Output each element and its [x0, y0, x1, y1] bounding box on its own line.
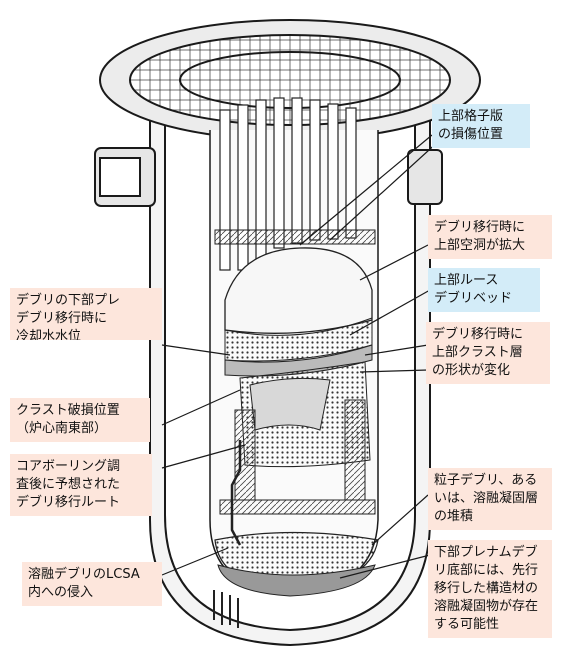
fuel-assembly-rows [234, 399, 366, 501]
label-debris-lower-plenum: デブリの下部プレ デブリ移行時に 冷却水水位 [10, 288, 162, 340]
vessel-nozzles [94, 147, 443, 207]
lower-plenum-bottom-layer [217, 564, 376, 597]
lower-grid-plate [219, 499, 376, 515]
label-upper-crust-change: デブリ移行時に 上部クラスト層 の形状が変化 [426, 322, 550, 384]
vessel-top-flange [99, 19, 481, 141]
debris-migration-route [230, 440, 242, 546]
upper-cavity [224, 247, 373, 334]
label-upper-loose-debris: 上部ルース デブリベッド [428, 268, 540, 312]
bottom-instrument-tubes [213, 590, 239, 628]
label-upper-cavity-expand: デブリ移行時に 上部空洞が拡大 [428, 215, 552, 259]
upper-grid-plate [214, 229, 376, 245]
label-core-boring-route: コアボーリング調 査後に予想された デブリ移行ルート [10, 454, 152, 516]
label-crust-breach: クラスト破損位置 （炉心南東部） [10, 398, 150, 442]
solidified-region [249, 377, 331, 431]
label-lcsa-intrusion: 溶融デブリのLCSA 内への侵入 [22, 562, 162, 606]
label-particle-debris: 粒子デブリ、ある いは、溶融凝固層 の堆積 [428, 468, 552, 530]
label-upper-grid-damage: 上部格子版 の損傷位置 [432, 104, 530, 148]
label-lower-plenum-bottom: 下部プレナムデブ リ底部には、先行 移行した構造材の 溶融凝固物が存在 する可能… [428, 540, 552, 638]
leader-lines [161, 134, 441, 579]
